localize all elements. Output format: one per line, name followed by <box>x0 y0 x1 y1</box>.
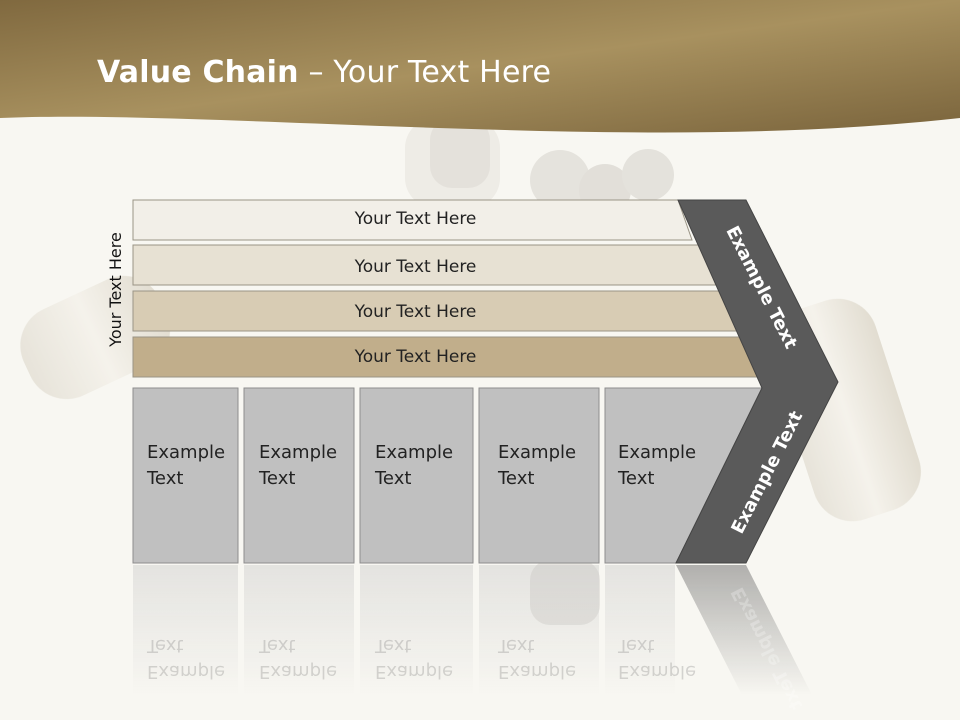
column-label-2-reflection-line1: Example <box>259 661 338 682</box>
column-label-3-reflection: Example Text <box>375 632 453 684</box>
column-label-5-line1: Example <box>618 442 697 463</box>
chevron-arrow <box>675 199 839 564</box>
column-reflection-2 <box>244 565 354 695</box>
column-label-5-reflection: Example Text <box>618 632 696 684</box>
column-box-4 <box>478 387 600 564</box>
slide-title: Value Chain – Your Text Here <box>97 55 551 90</box>
column-reflection-3 <box>360 565 473 695</box>
column-label-2-line1: Example <box>259 442 338 463</box>
column-label-4-reflection: Example Text <box>498 632 576 684</box>
column-reflection-1 <box>133 565 238 695</box>
column-label-3-line2: Text <box>375 468 412 489</box>
column-label-5-reflection-line2: Text <box>618 635 655 656</box>
slide-title-rest: – Your Text Here <box>298 55 552 90</box>
column-label-1-line1: Example <box>147 442 226 463</box>
column-label-3-reflection-line1: Example <box>375 661 454 682</box>
header-band <box>0 0 960 133</box>
column-label-3-line1: Example <box>375 442 454 463</box>
column-label-5-reflection-line1: Example <box>618 661 697 682</box>
row-label-1: Your Text Here <box>354 209 477 229</box>
column-reflection-4 <box>479 565 599 695</box>
column-label-1-reflection-line2: Text <box>147 635 184 656</box>
slide-title-bold: Value Chain <box>97 55 299 90</box>
column-reflection-5 <box>605 565 675 695</box>
column-box-2 <box>243 387 355 564</box>
column-label-1-reflection: Example Text <box>147 632 225 684</box>
chevron-reflection <box>676 565 812 695</box>
column-label-4-line2: Text <box>498 468 535 489</box>
column-label-4-line1: Example <box>498 442 577 463</box>
row-label-3: Your Text Here <box>354 302 477 322</box>
column-label-3-reflection-line2: Text <box>375 635 412 656</box>
row-label-2: Your Text Here <box>354 257 477 277</box>
side-vertical-label: Your Text Here <box>106 232 125 347</box>
column-box-3 <box>359 387 474 564</box>
column-label-1-line2: Text <box>147 468 184 489</box>
column-label-2-reflection-line2: Text <box>259 635 296 656</box>
column-label-2-reflection: Example Text <box>259 632 337 684</box>
row-bar-1 <box>132 199 693 241</box>
column-label-4-reflection-line2: Text <box>498 635 535 656</box>
row-label-4: Your Text Here <box>354 347 477 367</box>
column-label-4-reflection-line1: Example <box>498 661 577 682</box>
column-label-1-reflection-line1: Example <box>147 661 226 682</box>
column-box-1 <box>132 387 239 564</box>
column-label-5-line2: Text <box>618 468 655 489</box>
column-label-2-line2: Text <box>259 468 296 489</box>
